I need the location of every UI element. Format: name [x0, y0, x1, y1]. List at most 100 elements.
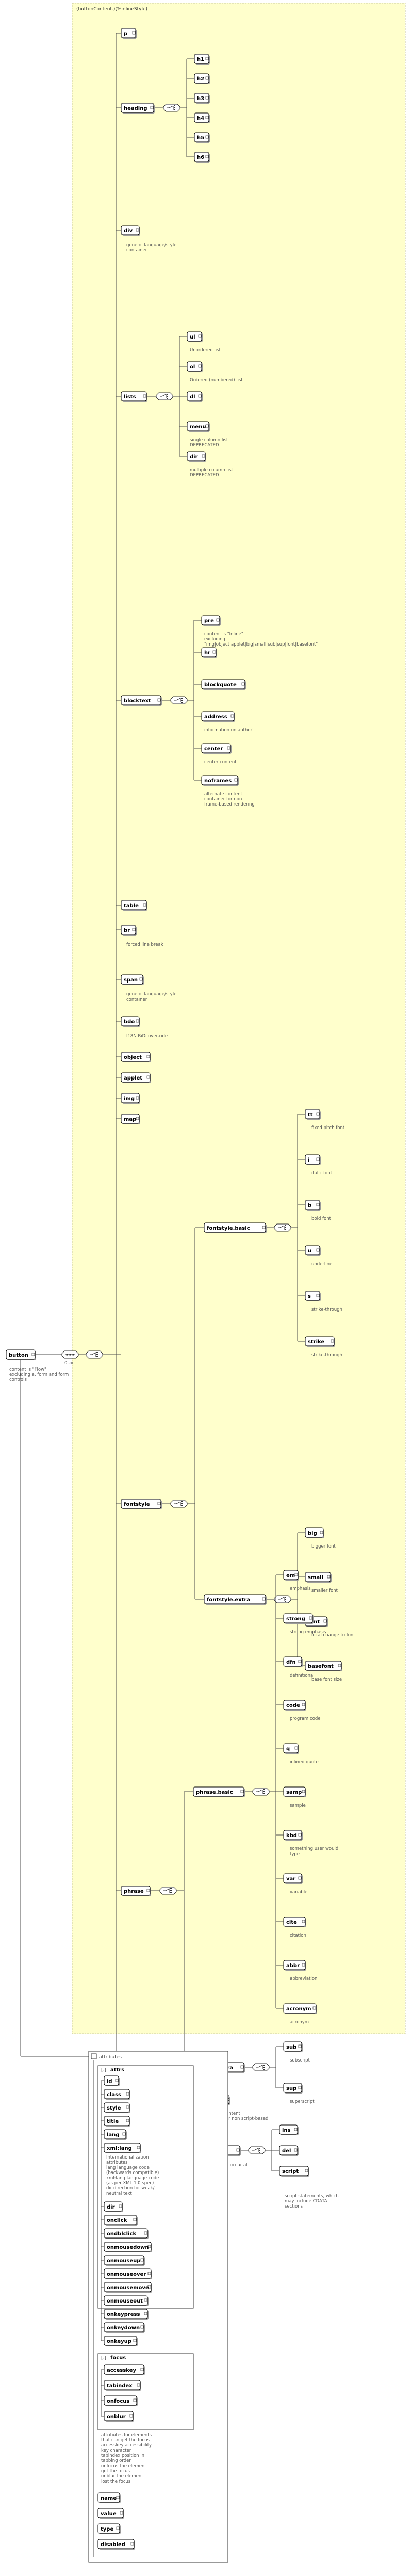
element-strike[interactable]: strike [305, 1336, 335, 1347]
element-span[interactable]: span [121, 974, 144, 985]
element-onmouseup[interactable]: onmouseup [104, 2255, 145, 2266]
element-u[interactable]: u [305, 1245, 321, 1256]
expand-icon [327, 1575, 331, 1579]
element-onclick[interactable]: onclick [104, 2215, 138, 2226]
element-img[interactable]: img [121, 1093, 140, 1104]
expand-icon [236, 2148, 240, 2152]
element-xml-lang[interactable]: xml:lang [104, 2143, 141, 2153]
element-map[interactable]: map [121, 1114, 140, 1124]
element-bdo[interactable]: bdo [121, 1016, 140, 1027]
element-label: center [204, 746, 223, 752]
element-label: fontstyle.basic [207, 1226, 250, 1231]
element-var[interactable]: var [283, 1873, 303, 1884]
element-small[interactable]: small [305, 1572, 332, 1583]
element-applet[interactable]: applet [121, 1072, 151, 1083]
element-onkeydown[interactable]: onkeydown [104, 2322, 145, 2333]
element-annotation: content is "Inline" [204, 632, 243, 637]
element-h6[interactable]: h6 [194, 152, 210, 163]
element-label: button [9, 1353, 28, 1358]
element-p[interactable]: p [121, 28, 137, 39]
element-type[interactable]: type [97, 2523, 121, 2534]
element-value[interactable]: value [97, 2508, 124, 2519]
element-br[interactable]: br [121, 925, 137, 936]
element-h2[interactable]: h2 [194, 73, 210, 84]
element-b[interactable]: b [305, 1200, 321, 1211]
element-label: onmousedown [107, 2245, 149, 2250]
element-onmousedown[interactable]: onmousedown [104, 2242, 152, 2252]
element-dfn[interactable]: dfn [283, 1656, 303, 1667]
element-del[interactable]: del [279, 2145, 299, 2156]
element-name[interactable]: name [97, 2492, 121, 2503]
element-blocktext[interactable]: blocktext [121, 695, 162, 706]
element-table[interactable]: table [121, 900, 147, 911]
element-div[interactable]: div [121, 225, 140, 236]
element-dl[interactable]: dl [187, 391, 203, 402]
element-hr[interactable]: hr [201, 647, 217, 658]
element-onmousemove[interactable]: onmousemove [104, 2282, 152, 2293]
element-sub[interactable]: sub [283, 2041, 303, 2052]
element-onfocus[interactable]: onfocus [104, 2395, 138, 2406]
element-label: b [308, 1203, 311, 1209]
element-h1[interactable]: h1 [194, 54, 210, 65]
element-cite[interactable]: cite [283, 1917, 306, 1927]
attribute-annotation: attributes [106, 2160, 128, 2165]
element-s[interactable]: s [305, 1291, 321, 1301]
element-tt[interactable]: tt [305, 1109, 321, 1120]
element-fontstyle-basic[interactable]: fontstyle.basic [204, 1222, 267, 1233]
element-annotation: frame-based rendering [204, 802, 255, 807]
element-dir[interactable]: dir [104, 2201, 123, 2212]
element-object[interactable]: object [121, 1052, 151, 1062]
element-lists[interactable]: lists [121, 391, 147, 402]
focus-annotation: that can get the focus [101, 2438, 150, 2443]
element-onkeyup[interactable]: onkeyup [104, 2336, 138, 2346]
element-fontstyle[interactable]: fontstyle [121, 1499, 162, 1509]
element-ins[interactable]: ins [279, 2124, 299, 2135]
element-acronym[interactable]: acronym [283, 2003, 317, 2014]
element-basefont[interactable]: basefont [305, 1661, 342, 1671]
element-style[interactable]: style [104, 2102, 130, 2113]
element-i[interactable]: i [305, 1154, 321, 1165]
element-noframes[interactable]: noframes [201, 775, 239, 786]
element-ol[interactable]: ol [187, 361, 203, 372]
element-script[interactable]: script [279, 2166, 309, 2177]
element-phrase[interactable]: phrase [121, 1886, 151, 1896]
element-sup[interactable]: sup [283, 2083, 303, 2094]
element-h3[interactable]: h3 [194, 93, 210, 104]
element-h5[interactable]: h5 [194, 132, 210, 143]
element-heading[interactable]: heading [121, 103, 155, 114]
element-class[interactable]: class [104, 2089, 130, 2100]
element-phrase-basic[interactable]: phrase.basic [193, 1786, 245, 1797]
element-kbd[interactable]: kbd [283, 1830, 303, 1841]
element-fontstyle-extra[interactable]: fontstyle.extra [204, 1594, 267, 1605]
element-menu[interactable]: menu [187, 421, 210, 432]
element-label: onfocus [107, 2398, 129, 2404]
element-accesskey[interactable]: accesskey [104, 2364, 145, 2375]
focus-annotation: got the focus [101, 2469, 130, 2474]
element-pre[interactable]: pre [201, 615, 221, 626]
element-onblur[interactable]: onblur [104, 2411, 134, 2422]
element-q[interactable]: q [283, 1743, 299, 1754]
element-abbr[interactable]: abbr [283, 1960, 306, 1971]
element-title[interactable]: title [104, 2116, 130, 2127]
element-address[interactable]: address [201, 711, 235, 722]
element-h4[interactable]: h4 [194, 112, 210, 123]
element-id[interactable]: id [104, 2075, 120, 2086]
element-em[interactable]: em [283, 1570, 299, 1581]
element-tabindex[interactable]: tabindex [104, 2380, 141, 2391]
element-ondblclick[interactable]: ondblclick [104, 2228, 149, 2239]
element-disabled[interactable]: disabled [97, 2539, 135, 2550]
element-blockquote[interactable]: blockquote [201, 679, 246, 690]
element-code[interactable]: code [283, 1700, 306, 1711]
element-ul[interactable]: ul [187, 331, 203, 342]
element-onmouseout[interactable]: onmouseout [104, 2295, 149, 2306]
element-dir[interactable]: dir [187, 451, 206, 462]
element-samp[interactable]: samp [283, 1786, 306, 1797]
element-onmouseover[interactable]: onmouseover [104, 2268, 152, 2279]
element-button[interactable]: button [6, 1349, 36, 1360]
element-center[interactable]: center [201, 743, 232, 754]
element-big[interactable]: big [305, 1527, 324, 1538]
element-strong[interactable]: strong [283, 1613, 314, 1624]
expand-icon [126, 2119, 129, 2122]
element-onkeypress[interactable]: onkeypress [104, 2309, 149, 2320]
element-lang[interactable]: lang [104, 2129, 127, 2140]
